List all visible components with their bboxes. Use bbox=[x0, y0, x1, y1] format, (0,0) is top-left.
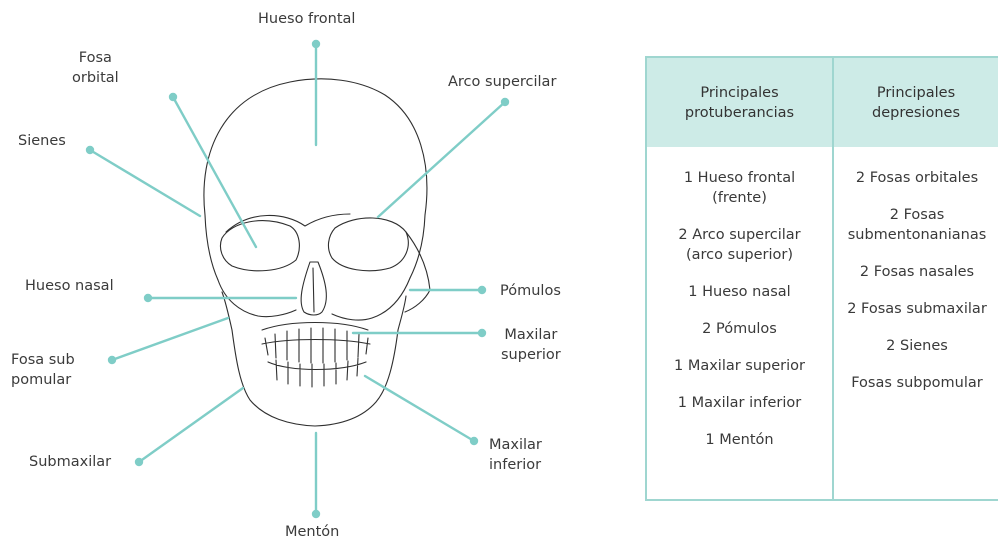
header-depresiones: Principales depresiones bbox=[832, 58, 998, 147]
header-protuberancias: Principales protuberancias bbox=[647, 58, 832, 147]
label-pomulos: Pómulos bbox=[500, 281, 561, 301]
dot-arco-supercilar bbox=[501, 98, 509, 106]
label-hueso-nasal: Hueso nasal bbox=[25, 276, 114, 296]
temple-left bbox=[205, 215, 218, 280]
leader-submaxilar bbox=[139, 388, 243, 462]
column-depresiones: 2 Fosas orbitales 2 Fosas submentonanian… bbox=[834, 168, 998, 410]
table-cell: 2 Sienes bbox=[834, 336, 998, 356]
teeth-gumline bbox=[262, 340, 370, 345]
skull-diagram: Hueso frontal Fosa orbital Arco supercil… bbox=[0, 0, 620, 540]
table-header: Principales protuberancias Principales d… bbox=[647, 58, 998, 147]
table-cell: Fosas subpomular bbox=[834, 373, 998, 393]
table-cell: 1 Maxilar superior bbox=[647, 356, 832, 376]
label-menton: Mentón bbox=[285, 522, 339, 542]
zygomatic-right bbox=[332, 278, 410, 320]
dot-pomulos bbox=[478, 286, 486, 294]
lower-teeth bbox=[268, 358, 366, 387]
label-maxilar-inferior: Maxilar inferior bbox=[489, 435, 542, 475]
label-sienes: Sienes bbox=[18, 131, 66, 151]
bones-table: Principales protuberancias Principales d… bbox=[645, 56, 998, 501]
leader-maxilar-inferior bbox=[365, 376, 474, 441]
orbit-right bbox=[328, 218, 408, 271]
leader-fosa-sub-pomular bbox=[112, 318, 228, 360]
label-hueso-frontal: Hueso frontal bbox=[258, 9, 355, 29]
label-submaxilar: Submaxilar bbox=[29, 452, 111, 472]
nasal-septum bbox=[313, 268, 314, 312]
dot-menton bbox=[312, 510, 320, 518]
maxilla bbox=[262, 323, 368, 331]
table-cell: 1 Hueso nasal bbox=[647, 282, 832, 302]
dot-submaxilar bbox=[135, 458, 143, 466]
dot-hueso-frontal bbox=[312, 40, 320, 48]
table-cell: 1 Hueso frontal (frente) bbox=[647, 168, 832, 208]
mandible-angle-right bbox=[398, 296, 406, 330]
mandible bbox=[232, 330, 398, 426]
table-cell: 2 Fosas nasales bbox=[834, 262, 998, 282]
dot-sienes bbox=[86, 146, 94, 154]
table-cell: 2 Arco supercilar (arco superior) bbox=[647, 225, 832, 265]
leader-arco-supercilar bbox=[378, 102, 505, 217]
dot-fosa-orbital bbox=[169, 93, 177, 101]
table-cell: 1 Mentón bbox=[647, 430, 832, 450]
table-cell: 2 Fosas submentonanianas bbox=[834, 205, 998, 245]
dot-maxilar-superior bbox=[478, 329, 486, 337]
label-fosa-sub-pomular: Fosa sub pomular bbox=[11, 350, 75, 390]
label-arco-supercilar: Arco supercilar bbox=[448, 72, 556, 92]
label-fosa-orbital: Fosa orbital bbox=[72, 48, 119, 88]
orbit-left bbox=[220, 221, 299, 271]
table-cell: 2 Fosas orbitales bbox=[834, 168, 998, 188]
dot-maxilar-inferior bbox=[470, 437, 478, 445]
table-cell: 1 Maxilar inferior bbox=[647, 393, 832, 413]
dot-hueso-nasal bbox=[144, 294, 152, 302]
label-maxilar-superior: Maxilar superior bbox=[501, 325, 561, 365]
dot-fosa-sub-pomular bbox=[108, 356, 116, 364]
leader-fosa-orbital bbox=[173, 97, 256, 247]
leader-sienes bbox=[90, 150, 200, 216]
table-cell: 2 Fosas submaxilar bbox=[834, 299, 998, 319]
table-cell: 2 Pómulos bbox=[647, 319, 832, 339]
column-protuberancias: 1 Hueso frontal (frente) 2 Arco supercil… bbox=[647, 168, 832, 467]
